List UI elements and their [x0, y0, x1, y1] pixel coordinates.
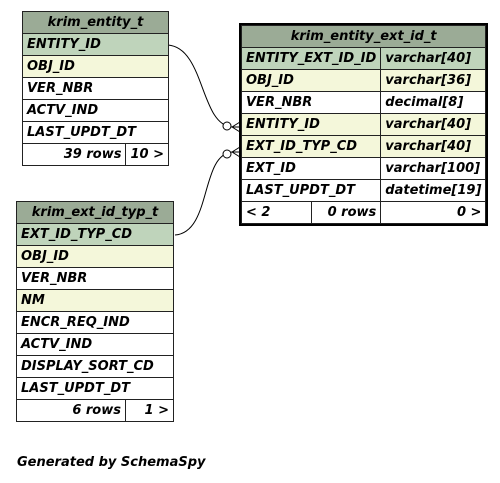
krim-entity-table-title[interactable]: krim_entity_t [22, 11, 169, 34]
column-actv-ind: ACTV_IND [22, 99, 169, 122]
krim-entity-table: krim_entity_t ENTITY_ID OBJ_ID VER_NBR A… [21, 11, 169, 166]
column-nm: NM [16, 289, 174, 312]
row-count: 6 rows [16, 399, 126, 422]
children-link[interactable]: 1 > [125, 399, 174, 422]
column-type: datetime[19] [380, 179, 487, 202]
column-last-updt-dt: LAST_UPDT_DT [22, 121, 169, 144]
column-ext-id-typ-cd: EXT_ID_TYP_CD [240, 135, 382, 158]
column-actv-ind: ACTV_IND [16, 333, 174, 356]
column-ver-nbr: VER_NBR [240, 91, 382, 114]
column-entity-ext-id-id: ENTITY_EXT_ID_ID [240, 47, 382, 70]
column-type: decimal[8] [380, 91, 487, 114]
parents-link[interactable]: < 2 [241, 201, 312, 224]
ext-id-typ-cd-link-start-circle [222, 149, 232, 159]
column-last-updt-dt: LAST_UPDT_DT [240, 179, 382, 202]
column-last-updt-dt: LAST_UPDT_DT [16, 377, 174, 400]
entity-id-link [167, 44, 233, 128]
ext-id-typ-cd-link [174, 151, 233, 236]
entity-id-crowfoot-icon [231, 121, 241, 133]
column-entity-id: ENTITY_ID [240, 113, 382, 136]
column-type: varchar[36] [380, 69, 487, 92]
column-obj-id: OBJ_ID [22, 55, 169, 78]
krim-ext-id-typ-table-title[interactable]: krim_ext_id_typ_t [16, 201, 174, 224]
column-obj-id: OBJ_ID [16, 245, 174, 268]
children-link[interactable]: 10 > [125, 143, 169, 166]
ext-id-typ-cd-crowfoot-icon [231, 146, 241, 158]
column-obj-id: OBJ_ID [240, 69, 382, 92]
entity-id-link-start-circle [222, 121, 232, 131]
column-ext-id-typ-cd: EXT_ID_TYP_CD [16, 223, 174, 246]
column-type: varchar[100] [380, 157, 487, 180]
column-ext-id: EXT_ID [240, 157, 382, 180]
krim-entity-ext-id-table: krim_entity_ext_id_t ENTITY_EXT_ID_ID va… [238, 23, 489, 226]
column-ver-nbr: VER_NBR [16, 267, 174, 290]
column-ver-nbr: VER_NBR [22, 77, 169, 100]
column-entity-id: ENTITY_ID [22, 33, 169, 56]
column-type: varchar[40] [380, 113, 487, 136]
row-count: 39 rows [21, 143, 127, 166]
column-encr-req-ind: ENCR_REQ_IND [16, 311, 174, 334]
generated-by-footer[interactable]: Generated by SchemaSpy [17, 455, 206, 470]
column-type: varchar[40] [380, 47, 487, 70]
column-type: varchar[40] [380, 135, 487, 158]
row-count: 0 rows [310, 201, 382, 224]
krim-ext-id-typ-table: krim_ext_id_typ_t EXT_ID_TYP_CD OBJ_ID V… [16, 201, 174, 422]
children-link[interactable]: 0 > [380, 201, 487, 224]
krim-entity-ext-id-table-title[interactable]: krim_entity_ext_id_t [240, 25, 487, 48]
column-display-sort-cd: DISPLAY_SORT_CD [16, 355, 174, 378]
